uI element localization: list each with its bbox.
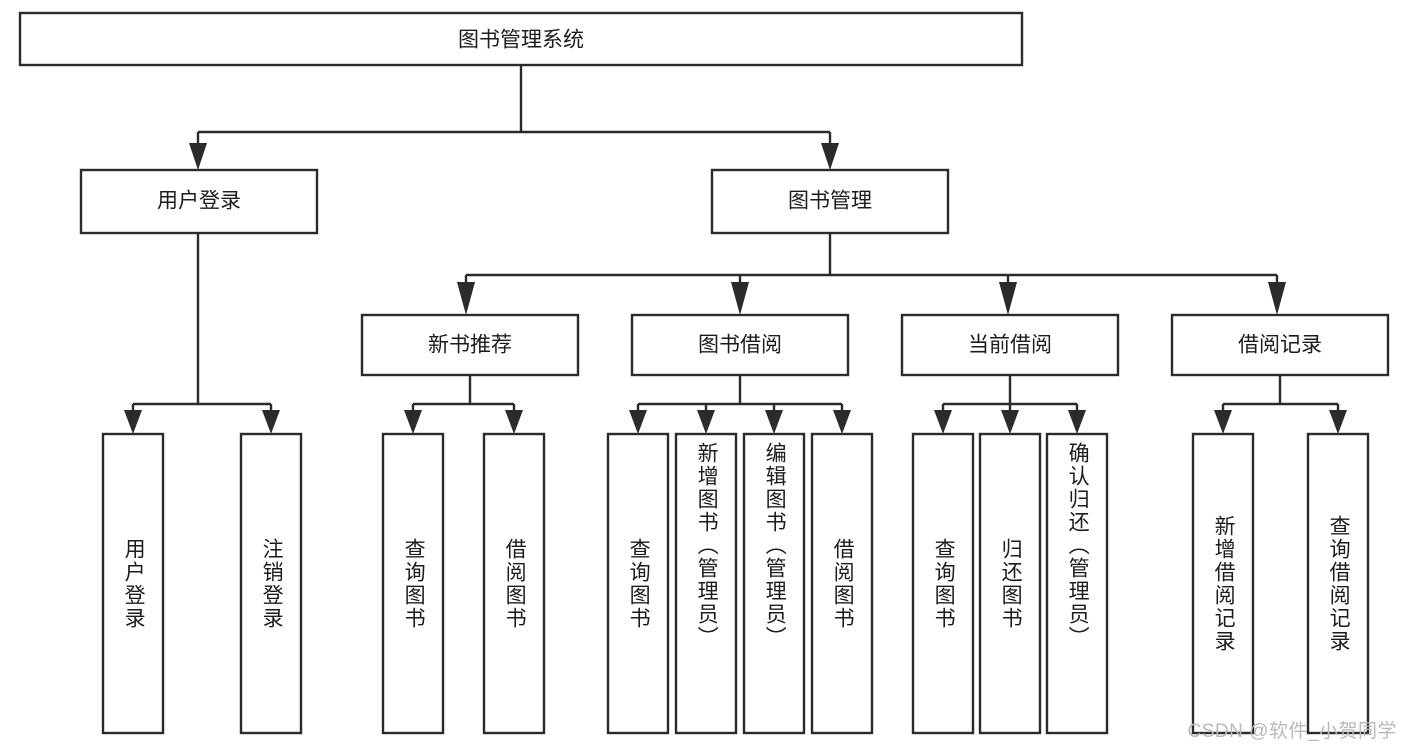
book-management-box[interactable] (710, 168, 950, 235)
user-login-label: 用户登录 (157, 190, 241, 213)
leaf-logout-login-label: 注销登录 (260, 537, 284, 630)
node-borrow-record[interactable]: 借阅记录 (1170, 313, 1390, 377)
leaf-return-book-label: 归还图书 (999, 537, 1023, 630)
leaf-borrow-book-2-label-wrap: 借阅图书 (812, 434, 872, 733)
leaf-query-book-1-box[interactable] (381, 432, 445, 735)
borrow-record-box[interactable] (1170, 313, 1390, 377)
arrow-to-leaf-query-book-1 (404, 410, 422, 434)
node-book-borrow[interactable]: 图书借阅 (630, 313, 850, 377)
arrow-to-leaf-add-book (697, 410, 715, 434)
leaf-confirm-return-label: 确认归还（管理员） (1066, 442, 1090, 649)
leaf-user-login-label: 用户登录 (122, 537, 146, 630)
leaf-add-borrow-record-box[interactable] (1191, 432, 1255, 735)
leaf-add-borrow-record-label-wrap: 新增借阅记录 (1193, 434, 1253, 733)
node-user-login[interactable]: 用户登录 (79, 168, 319, 235)
watermark: CSDN @软件_小贺同学 (1187, 721, 1397, 742)
arrow-to-book-borrow (731, 282, 749, 315)
leaf-edit-book-label-wrap: 编辑图书（管理员） (744, 434, 804, 733)
leaf-logout-login-box[interactable] (239, 432, 303, 735)
leaf-borrow-book-1-label: 借阅图书 (503, 537, 527, 630)
node-book-management[interactable]: 图书管理 (710, 168, 950, 235)
book-management-label: 图书管理 (788, 190, 872, 213)
leaf-query-book-2-label-wrap: 查询图书 (608, 434, 668, 733)
leaf-query-borrow-record-label-wrap: 查询借阅记录 (1308, 434, 1368, 733)
book-borrow-label: 图书借阅 (698, 334, 782, 357)
arrow-to-leaf-confirm-return (1068, 410, 1086, 434)
leaf-borrow-book-2-box[interactable] (810, 432, 874, 735)
new-book-recommend-box[interactable] (360, 313, 580, 377)
leaf-borrow-book-1-label-wrap: 借阅图书 (484, 434, 544, 733)
leaf-add-book-label: 新增图书（管理员） (695, 442, 719, 649)
arrow-to-leaf-return-book (1001, 410, 1019, 434)
arrow-to-leaf-query-book-2 (629, 410, 647, 434)
leaf-add-book-box[interactable] (674, 432, 738, 735)
leaf-user-login-label-wrap: 用户登录 (103, 434, 163, 733)
user-login-box[interactable] (79, 168, 319, 235)
arrow-to-leaf-edit-book (765, 410, 783, 434)
node-root[interactable]: 图书管理系统 (18, 11, 1024, 67)
root-label: 图书管理系统 (458, 29, 584, 52)
leaf-query-book-1-label-wrap: 查询图书 (383, 434, 443, 733)
arrow-to-leaf-user-login (124, 410, 142, 434)
leaf-query-book-3-label-wrap: 查询图书 (913, 434, 973, 733)
leaf-query-book-2-box[interactable] (606, 432, 670, 735)
leaf-add-book-label-wrap: 新增图书（管理员） (676, 434, 736, 733)
arrow-to-new-book-recommend (457, 282, 475, 315)
current-borrow-box[interactable] (900, 313, 1120, 377)
book-borrow-box[interactable] (630, 313, 850, 377)
leaf-edit-book-label: 编辑图书（管理员） (763, 442, 787, 649)
node-current-borrow[interactable]: 当前借阅 (900, 313, 1120, 377)
new-book-recommend-label: 新书推荐 (428, 334, 512, 357)
leaf-layer (101, 432, 1370, 735)
borrow-record-label: 借阅记录 (1238, 334, 1322, 357)
leaf-borrow-book-2-label: 借阅图书 (831, 537, 855, 630)
arrow-to-leaf-borrow-book-2 (833, 410, 851, 434)
leaf-user-login-box[interactable] (101, 432, 165, 735)
arrow-to-leaf-add-borrow-record (1214, 410, 1232, 434)
leaf-confirm-return-box[interactable] (1045, 432, 1109, 735)
arrow-to-leaf-borrow-book-1 (505, 410, 523, 434)
leaf-confirm-return-label-wrap: 确认归还（管理员） (1047, 434, 1107, 733)
arrow-to-current-borrow (999, 282, 1017, 315)
arrow-to-leaf-logout-login (262, 410, 280, 434)
connector-layer (124, 65, 1347, 434)
arrow-to-book-management (821, 143, 839, 170)
leaf-return-book-box[interactable] (978, 432, 1042, 735)
leaf-add-borrow-record-label: 新增借阅记录 (1212, 514, 1236, 653)
leaf-return-book-label-wrap: 归还图书 (980, 434, 1040, 733)
leaf-query-book-3-label: 查询图书 (932, 537, 956, 630)
arrow-to-leaf-query-book-3 (934, 410, 952, 434)
leaf-borrow-book-1-box[interactable] (482, 432, 546, 735)
node-new-book-recommend[interactable]: 新书推荐 (360, 313, 580, 377)
root-box[interactable] (18, 11, 1024, 67)
leaf-query-book-1-label: 查询图书 (402, 537, 426, 630)
leaf-query-borrow-record-label: 查询借阅记录 (1327, 514, 1351, 653)
leaf-edit-book-box[interactable] (742, 432, 806, 735)
leaf-logout-login-label-wrap: 注销登录 (241, 434, 301, 733)
leaf-query-borrow-record-box[interactable] (1306, 432, 1370, 735)
arrow-to-leaf-query-borrow-record (1329, 410, 1347, 434)
current-borrow-label: 当前借阅 (968, 334, 1052, 357)
arrow-to-user-login (189, 143, 207, 170)
leaf-query-book-2-label: 查询图书 (627, 537, 651, 630)
arrow-to-borrow-record (1268, 282, 1286, 315)
leaf-query-book-3-box[interactable] (911, 432, 975, 735)
